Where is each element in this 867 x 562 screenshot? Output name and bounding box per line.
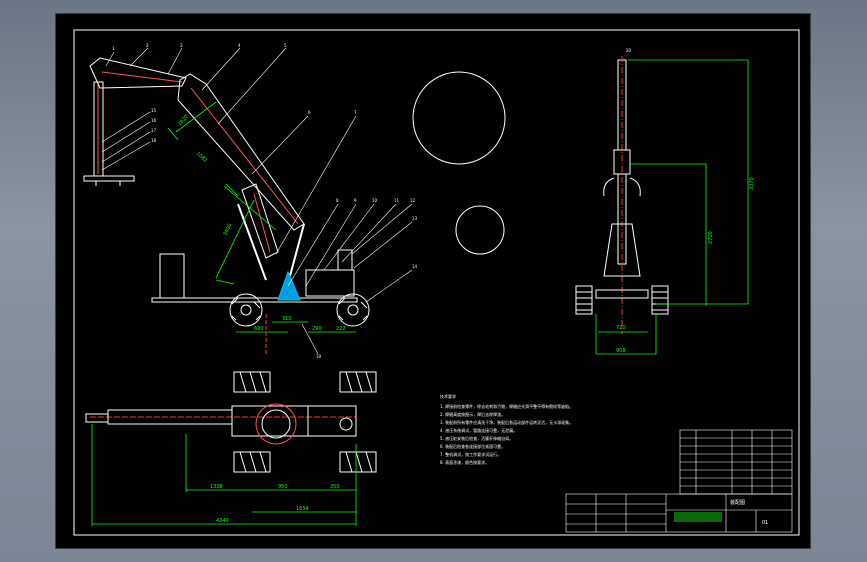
- dim-1338: 1338: [210, 484, 223, 490]
- tech-note-7: 7. 整机调试，按工作要求试运行。: [440, 451, 501, 457]
- part-7: 7: [354, 110, 357, 115]
- title-block-number: 01: [762, 520, 768, 526]
- part-3: 3: [180, 43, 183, 48]
- front-wheel-right: [651, 285, 669, 315]
- lower-boom: [241, 183, 279, 259]
- part-11: 11: [394, 198, 400, 203]
- part-18: 18: [151, 138, 157, 143]
- parts-list: [679, 429, 793, 495]
- part-14: 14: [412, 264, 418, 269]
- side-dim-text: 1620 1082 3400 620 310 290 222: [177, 114, 346, 332]
- tech-note-3: 3. 装配前所有零件应清洗干净，装配后各运动部件运转灵活，无卡滞现象。: [440, 419, 573, 425]
- turret: [277, 270, 301, 301]
- part-19: 19: [316, 354, 322, 359]
- dim-1082: 1082: [195, 151, 209, 164]
- dim-290: 290: [312, 326, 322, 332]
- dim-3400: 3400: [222, 223, 233, 237]
- dim-908: 908: [616, 348, 626, 354]
- front-turret: [603, 223, 641, 277]
- part-12: 12: [410, 198, 416, 203]
- front-wheel-left: [575, 285, 593, 315]
- part-1: 1: [112, 46, 115, 51]
- part-5: 5: [284, 43, 287, 48]
- dim-1620: 1620: [177, 114, 190, 128]
- cad-drawing: 1620 1082 3400 620 310 290 222: [73, 29, 800, 536]
- front-dim-text: 3370 2700 720 908: [616, 177, 755, 354]
- small-circle: [455, 205, 505, 255]
- dim-4240: 4240: [216, 518, 229, 524]
- side-dimensions: [167, 101, 356, 333]
- dim-720: 720: [616, 325, 626, 331]
- technical-notes: 技术要求 1. 焊接前检查零件，除去毛刺和污物，焊缝应光滑平整不得有裂纹等缺陷。…: [440, 393, 573, 465]
- front-claw: [603, 177, 641, 197]
- dim-1654: 1654: [296, 506, 309, 512]
- top-slew-ring: [255, 403, 297, 445]
- part-4: 4: [238, 43, 241, 48]
- part-15: 15: [151, 108, 157, 113]
- dim-222: 222: [336, 326, 346, 332]
- top-view: [85, 371, 377, 473]
- part-16: 16: [151, 118, 157, 123]
- title-block-highlight: [674, 512, 722, 522]
- part-17: 17: [151, 128, 157, 133]
- top-wheel-fl: [233, 371, 271, 393]
- engine-housing: [305, 269, 355, 297]
- part-13: 13: [412, 216, 418, 221]
- title-block: [565, 493, 793, 533]
- dim-310a: 310: [282, 316, 292, 322]
- top-dim-text: 1338 950 350 1654 4240: [210, 484, 340, 524]
- top-dimensions: [91, 424, 357, 526]
- cab: [159, 253, 185, 299]
- chassis: [151, 297, 358, 303]
- top-wheel-rr: [339, 451, 377, 473]
- tech-note-8: 8. 表面涂漆，颜色按要求。: [440, 459, 489, 465]
- front-view: [575, 56, 669, 334]
- top-wheel-rl: [233, 451, 271, 473]
- tech-note-4: 4. 液压系统调试，管路连接可靠，无泄漏。: [440, 427, 517, 433]
- part-10: 10: [372, 198, 378, 203]
- part-6: 6: [308, 110, 311, 115]
- part-2: 2: [146, 43, 149, 48]
- dim-620: 620: [254, 326, 264, 332]
- drawing-sheet: 1620 1082 3400 620 310 290 222: [56, 14, 810, 548]
- wheel-front: [229, 293, 263, 327]
- wheel-rear: [336, 293, 370, 327]
- leader-lines: [101, 47, 413, 355]
- tech-note-5: 5. 液压缸安装后检查，活塞杆伸缩自如。: [440, 435, 513, 441]
- top-wheel-fr: [339, 371, 377, 393]
- large-circle: [412, 71, 506, 165]
- top-boom: [89, 57, 187, 89]
- side-view: [83, 57, 370, 354]
- tech-note-1: 1. 焊接前检查零件，除去毛刺和污物，焊缝应光滑平整不得有裂纹等缺陷。: [440, 403, 573, 409]
- dim-3370: 3370: [749, 177, 755, 190]
- drawing-frame: [73, 29, 800, 536]
- part-9: 9: [354, 198, 357, 203]
- dim-350: 350: [330, 484, 340, 490]
- tech-notes-title: 技术要求: [440, 393, 456, 399]
- title-block-name: 装配图: [730, 499, 745, 506]
- part-numbers: 1 2 3 4 5 6 7 8 9 10 11 12 13 14 15 16 1…: [112, 43, 418, 359]
- top-gripper: [85, 413, 109, 423]
- tech-note-2: 2. 焊缝高度按图示，焊后去除焊渣。: [440, 411, 505, 417]
- front-axle: [595, 289, 649, 299]
- forearm-vertical: [93, 81, 104, 177]
- gripper-base: [83, 175, 135, 182]
- dim-2700: 2700: [708, 231, 714, 244]
- front-part-label: 20: [626, 48, 632, 53]
- dim-950: 950: [278, 484, 288, 490]
- part-8: 8: [336, 198, 339, 203]
- tech-note-6: 6. 装配后检查各连接部位紧固可靠。: [440, 443, 505, 449]
- front-dimensions: [595, 59, 749, 355]
